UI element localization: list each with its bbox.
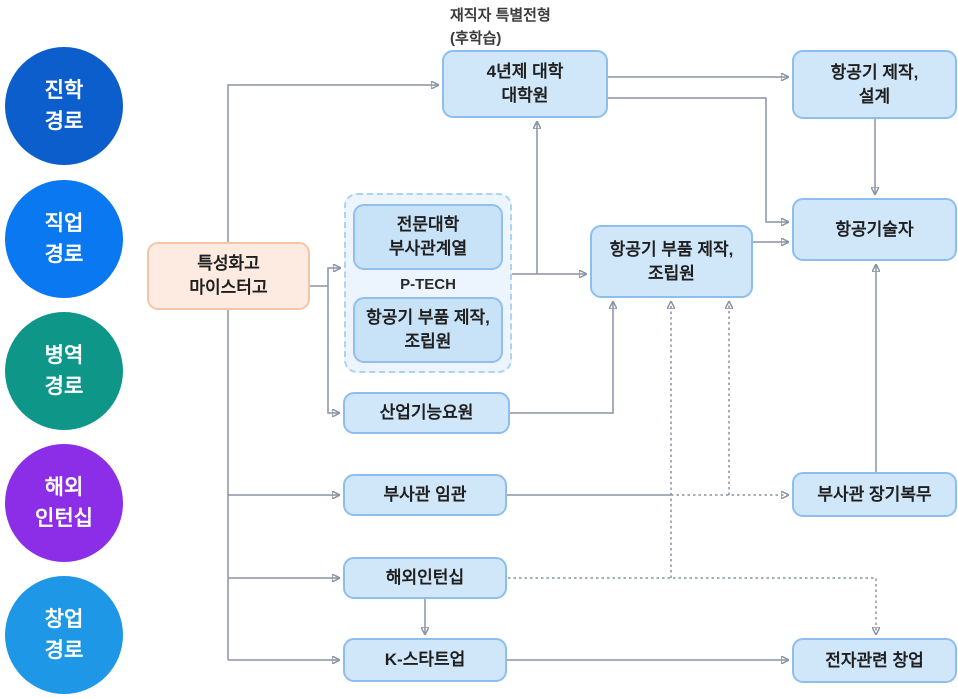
legend-label: 경로 <box>44 639 84 662</box>
legend-label: 경로 <box>44 110 84 133</box>
node-label: 마이스터고 <box>189 278 268 297</box>
node-aircraft-parts-assembler: 항공기 부품 제작, 조립원 <box>590 225 753 298</box>
node-label: 부사관 임관 <box>383 485 467 504</box>
node-label: K-스타트업 <box>384 650 466 669</box>
node-electronics-startup: 전자관련 창업 <box>792 638 957 683</box>
node-label: 항공기 부품 제작, <box>609 239 734 259</box>
diagram-title-line1: 재직자 특별전형 <box>450 7 551 24</box>
node-nco-commission: 부사관 임관 <box>343 474 507 516</box>
node-label: 해외인턴십 <box>385 568 465 587</box>
legend-label: 병역 <box>44 344 84 367</box>
node-label: 부사관계열 <box>388 239 468 258</box>
node-ptech-parts-assembler: 항공기 부품 제작, 조립원 <box>353 297 503 363</box>
node-specialized-high-school: 특성화고 마이스터고 <box>147 242 310 310</box>
node-aviation-engineer: 항공기술자 <box>792 198 957 261</box>
ptech-group-label: P-TECH <box>400 275 456 293</box>
node-label: 전문대학 <box>396 215 460 234</box>
edge-source-to-ptech-group <box>310 268 341 287</box>
node-label: 항공기 부품 제작, <box>366 308 490 327</box>
node-label: 특성화고 <box>197 254 260 273</box>
node-label: 대학원 <box>501 86 549 105</box>
node-label: 조립원 <box>404 332 452 351</box>
edge-overseas-intern-to-electronics-startup <box>508 577 876 635</box>
node-nco-longterm-service: 부사관 장기복무 <box>792 472 957 517</box>
edge-university-to-aviation-engineer <box>608 97 789 222</box>
node-label: 부사관 장기복무 <box>817 484 932 504</box>
legend-circle-startup-path: 창업 경로 <box>5 576 123 694</box>
node-label: 4년제 대학 <box>486 62 564 81</box>
legend-circle-overseas-internship: 해외 인턴십 <box>5 444 123 562</box>
legend-label: 창업 <box>44 608 84 631</box>
diagram-title: 재직자 특별전형 (후학습) <box>450 4 551 50</box>
legend-label: 진학 <box>44 79 84 102</box>
legend-label: 직업 <box>44 212 84 235</box>
node-label: 산업기능요원 <box>379 403 474 422</box>
node-university: 4년제 대학 대학원 <box>442 50 608 118</box>
node-label: 설계 <box>858 86 891 106</box>
legend-circle-career-path: 직업 경로 <box>5 180 123 298</box>
edge-source-to-industrial-agent <box>327 286 340 413</box>
node-label: 항공기술자 <box>835 219 914 239</box>
node-overseas-internship: 해외인턴십 <box>343 557 507 599</box>
node-label: 전자관련 창업 <box>825 650 924 670</box>
node-label: 조립원 <box>648 263 695 283</box>
node-industrial-technical-agent: 산업기능요원 <box>343 392 510 434</box>
diagram-title-line2: (후학습) <box>450 30 502 47</box>
legend-circle-admission-path: 진학 경로 <box>5 47 123 165</box>
edge-industrial-agent-to-parts-assembler <box>510 301 613 414</box>
node-junior-college: 전문대학 부사관계열 <box>353 204 503 270</box>
node-aircraft-manufacturing-design: 항공기 제작, 설계 <box>792 50 957 119</box>
legend-label: 인턴십 <box>35 507 93 530</box>
legend-circle-military-path: 병역 경로 <box>5 312 123 430</box>
legend-label: 경로 <box>44 243 84 266</box>
node-k-startup: K-스타트업 <box>343 638 507 682</box>
legend-label: 해외 <box>44 476 84 499</box>
edge-source-to-university <box>227 85 439 243</box>
legend-label: 경로 <box>44 375 84 398</box>
node-ptech-group: 전문대학 부사관계열 P-TECH 항공기 부품 제작, 조립원 <box>344 193 512 373</box>
node-label: 항공기 제작, <box>830 62 919 82</box>
